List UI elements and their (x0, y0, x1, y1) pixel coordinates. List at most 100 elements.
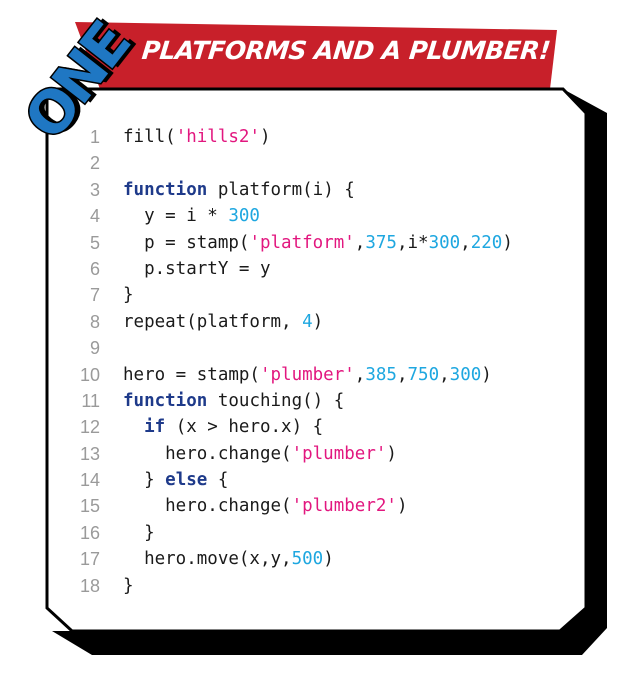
text-token: p = stamp( (123, 232, 250, 253)
text-token: platform(i) { (207, 179, 355, 200)
text-token: ) (386, 443, 397, 464)
text-token: ) (259, 127, 271, 147)
string-token: 'hills2' (175, 127, 260, 147)
line-number: 6 (89, 258, 100, 279)
text-token: , (354, 232, 366, 253)
line-number: 16 (79, 522, 100, 543)
line-number: 10 (79, 364, 100, 385)
keyword-token: if (144, 417, 166, 438)
page-title: PLATFORMS AND A PLUMBER! (140, 36, 552, 65)
line-number: 11 (81, 390, 100, 411)
text-token (123, 417, 144, 437)
text-token: { (207, 470, 229, 491)
number-token: 300 (428, 232, 461, 253)
code-line: 9 (60, 335, 513, 361)
text-token: hero.move(x,y, (123, 549, 292, 570)
text-token: hero.change( (123, 443, 292, 464)
line-number: 7 (89, 285, 100, 306)
code-line: 15 hero.change('plumber2') (60, 493, 513, 519)
text-token: } (123, 470, 166, 491)
code-line: 11 function touching() { (60, 388, 513, 414)
text-token: repeat(platform, (123, 311, 303, 332)
line-number: 15 (79, 496, 100, 517)
string-token: 'plumber2' (291, 496, 397, 517)
code-line: 10 hero = stamp('plumber',385,750,300) (60, 362, 513, 388)
code-text: repeat(platform, 4) (123, 309, 323, 335)
text-token: } (123, 575, 134, 596)
code-text: fill('hills2') (123, 124, 271, 150)
text-token: ) (396, 496, 408, 517)
code-line: 17 hero.move(x,y,500) (60, 546, 513, 572)
code-text: function touching() { (123, 388, 344, 414)
text-token: } (123, 285, 134, 306)
text-token: hero = stamp( (123, 364, 260, 385)
code-line: 7} (60, 282, 513, 308)
keyword-token: else (165, 470, 208, 491)
code-line: 2 (60, 150, 513, 176)
text-token: , (460, 232, 471, 253)
string-token: 'plumber' (291, 443, 387, 464)
code-line: 4 y = i * 300 (60, 203, 513, 229)
line-number: 4 (89, 206, 100, 227)
text-token: , (354, 364, 366, 385)
text-token: touching() { (207, 390, 345, 411)
code-line: 12 if (x > hero.x) { (60, 414, 513, 440)
code-text: hero.change('plumber2') (123, 493, 407, 519)
code-text: } (123, 282, 134, 308)
text-token: ) (312, 311, 324, 332)
keyword-token: function (123, 179, 208, 200)
line-number: 17 (79, 549, 100, 570)
text-token: , (396, 364, 408, 385)
line-number: 2 (89, 153, 100, 174)
line-number: 18 (79, 575, 100, 596)
code-line: 16 } (60, 520, 513, 546)
line-number: 13 (79, 443, 100, 464)
text-token: ) (502, 232, 513, 253)
code-text: } (123, 573, 134, 599)
code-text: y = i * 300 (123, 203, 260, 229)
text-token: ) (481, 364, 492, 385)
line-number: 1 (89, 127, 100, 147)
keyword-token: function (123, 390, 208, 411)
code-text: p = stamp('platform',375,i*300,220) (123, 230, 513, 256)
string-token: 'plumber' (259, 364, 355, 385)
line-number: 8 (89, 311, 100, 332)
number-token: 220 (470, 232, 503, 253)
number-token: 500 (291, 549, 324, 570)
text-token: ) (323, 549, 334, 570)
code-text: hero.change('plumber') (123, 441, 397, 467)
text-token: , (439, 364, 450, 385)
text-token: p.startY = y (123, 258, 271, 279)
text-token: y = i * (123, 206, 229, 227)
code-line: 5 p = stamp('platform',375,i*300,220) (60, 230, 513, 256)
number-token: 300 (228, 206, 260, 227)
text-token: fill( (123, 127, 176, 147)
code-line: 13 hero.change('plumber') (60, 441, 513, 467)
code-text: } else { (123, 467, 228, 493)
number-token: 375 (365, 232, 397, 253)
line-number: 14 (79, 470, 100, 491)
code-text: if (x > hero.x) { (123, 414, 323, 440)
line-number: 9 (89, 338, 100, 359)
number-token: 385 (365, 364, 397, 385)
number-token: 4 (302, 311, 313, 332)
code-line: 8 repeat(platform, 4) (60, 309, 513, 335)
text-token: hero.change( (123, 496, 292, 517)
code-text: } (123, 520, 155, 546)
code-line: 18} (60, 573, 513, 599)
string-token: 'platform' (249, 232, 355, 253)
code-text: hero = stamp('plumber',385,750,300) (123, 362, 492, 388)
text-token: ,i* (396, 232, 429, 253)
code-line: 1 fill('hills2') (60, 124, 513, 150)
line-number: 12 (79, 417, 100, 438)
code-panel (45, 87, 588, 633)
code-text: function platform(i) { (123, 177, 355, 203)
code-line: 14 } else { (60, 467, 513, 493)
code-text: hero.move(x,y,500) (123, 546, 334, 572)
text-token: (x > hero.x) { (165, 417, 324, 438)
line-number: 5 (89, 232, 100, 253)
